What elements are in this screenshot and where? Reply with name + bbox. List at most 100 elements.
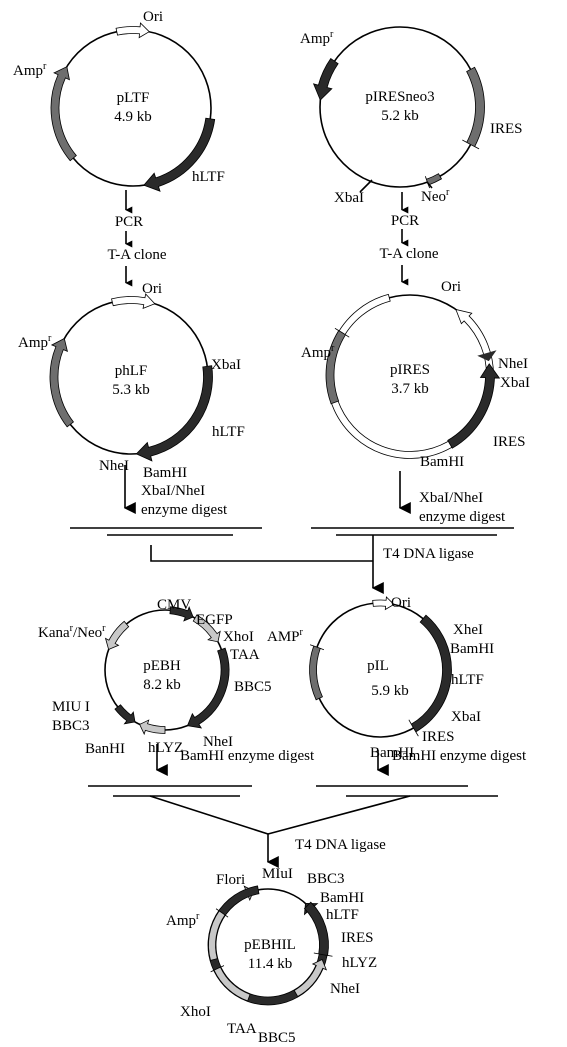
piresneo3-ires-segment [462,66,485,150]
digest-right-line2: enzyme digest [419,509,506,525]
pebh-hlyz-label: hLYZ [148,740,183,756]
pil-xhei-label: XheI [453,622,483,638]
pires-ori-segment [326,293,494,459]
plasmid-phlf: phLF 5.3 kb Ori Ampr XbaI hLTF NheI BamH… [18,281,245,481]
digest-step-left: XbaI/NheI enzyme digest [123,465,228,518]
pires-amp-label: Ampr [301,343,335,361]
step-ta-left: T-A clone [107,247,166,263]
piresneo3-ires-label: IRES [490,121,523,137]
pltf-segments [50,22,216,192]
pil-amp-segment [309,644,325,701]
fragments-row2 [88,785,498,797]
piresneo3-neo-label: Neor [421,187,450,205]
pil-name: pIL [367,658,389,674]
pires-ires-segment [447,363,501,449]
phlf-hltf-label: hLTF [212,424,245,440]
plasmid-pebhil: pEBHIL 11.4 kb Flori MIuI BBC3 BamHI hLT… [166,866,377,1046]
pebh-cmv-label: CMV [157,597,191,613]
phlf-ori-label: Ori [142,281,162,297]
ligation-1: T4 DNA ligase [150,535,474,594]
digest-step-right: XbaI/NheI enzyme digest [398,471,506,525]
phlf-size: 5.3 kb [112,382,150,398]
plasmid-pltf: pLTF 4.9 kb Ori Ampr hLTF [13,9,225,192]
pires-size: 3.7 kb [391,381,429,397]
pebhil-name: pEBHIL [244,937,296,953]
pebhil-hltf-segment [303,901,333,957]
pil-hltf-segment [408,614,452,737]
bamhi-digest-right-label: BamHI enzyme digest [392,748,527,764]
pebh-bbc3-label: BBC3 [52,718,90,734]
plasmid-pebh: pEBH 8.2 kb CMV EGFP XhoI TAA Kanar/Neor… [38,597,272,757]
pires-bamhi-label: BamHI [420,454,464,470]
pebhil-xhoi-label: XhoI [180,1004,211,1020]
digest-left-line1: XbaI/NheI [141,483,205,499]
pires-xbai-label: XbaI [500,375,530,391]
ligation-2-right [267,795,411,835]
pebh-egfp-segment [192,614,221,643]
pires-ires-label: IRES [493,434,526,450]
pebh-bbc5-segment [186,647,230,729]
pil-hltf-label: hLTF [451,672,484,688]
pebhil-bbc5-segment [210,965,251,1002]
pil-ori-segment [372,596,395,611]
pebhil-bamhi-label: BamHI [320,890,364,906]
piresneo3-name: pIRESneo3 [365,89,434,105]
pebhil-hltf-label: hLTF [326,907,359,923]
pires-nhei-marker [477,350,497,362]
pires-nhei-label: NheI [498,356,528,372]
phlf-bamhi-label: BamHI [143,465,187,481]
ligase-1-label: T4 DNA ligase [383,546,474,562]
step-pcr-left: PCR [115,214,143,230]
phlf-amp-label: Ampr [18,333,52,351]
digest-left-line2: enzyme digest [141,502,228,518]
pltf-ori-segment [115,22,150,39]
pil-size: 5.9 kb [371,683,409,699]
pebh-bbc5-label: BBC5 [234,679,272,695]
pil-bamhi2-label: BamHI [370,745,414,761]
piresneo3-amp-segment [312,57,339,101]
fragments-row1 [70,527,514,536]
pebh-egfp-label: EGFP [196,612,233,628]
step-ta-right: T-A clone [379,246,438,262]
pltf-ori-label: Ori [143,9,163,25]
pebhil-miui-label: MIuI [262,866,293,882]
pltf-hltf-label: hLTF [192,169,225,185]
ligation-2-left [149,795,269,835]
piresneo3-neo-segment [424,173,443,189]
pil-ori-label: Ori [391,595,411,611]
pebh-bbc3-segment [114,704,136,725]
pltf-hltf-segment [143,117,216,192]
piresneo3-neo-tick [426,181,433,189]
plasmid-piresneo3: pIRESneo3 5.2 kb Ampr IRES XbaI Neor [300,26,523,206]
plasmid-pires: pIRES 3.7 kb Ori Ampr NheI XbaI IRES Bam… [301,279,530,470]
pires-ori-label: Ori [441,279,461,295]
pebh-xhoi-label: XhoI [223,629,254,645]
pebhil-hlyz-label: hLYZ [342,955,377,971]
pltf-amp-segment [50,66,77,162]
phlf-name: phLF [115,363,148,379]
pebhil-amp-segment [208,908,229,961]
pebhil-bbc3-segment [207,885,329,1006]
pebh-kana-neo-label: Kanar/Neor [38,623,106,641]
digest-right-line1: XbaI/NheI [419,490,483,506]
pebh-size: 8.2 kb [143,677,181,693]
pires-name: pIRES [390,362,430,378]
ligase-2-label: T4 DNA ligase [295,837,386,853]
phlf-amp-segment [49,337,75,428]
plasmid-pil: pIL 5.9 kb Ori AMPr XheI BamHI hLTF XbaI… [267,595,494,761]
pebh-cmv-segment [169,606,194,622]
bamhi-digest-left: BamHI enzyme digest [155,744,315,776]
pebhil-bbc3-label: BBC3 [307,871,345,887]
pil-bamhi1-label: BamHI [450,641,494,657]
piresneo3-xbai-label: XbaI [334,190,364,206]
piresneo3-xbai-tick [359,179,373,193]
pebhil-size: 11.4 kb [248,956,292,972]
pil-xbai-label: XbaI [451,709,481,725]
pebhil-nhei-label: NheI [330,981,360,997]
piresneo3-size: 5.2 kb [381,108,419,124]
pebh-name: pEBH [143,658,181,674]
phlf-ori-segment [111,293,156,310]
pebh-banhi-label: BanHI [85,741,125,757]
right-steps-top: PCR T-A clone [379,192,439,286]
